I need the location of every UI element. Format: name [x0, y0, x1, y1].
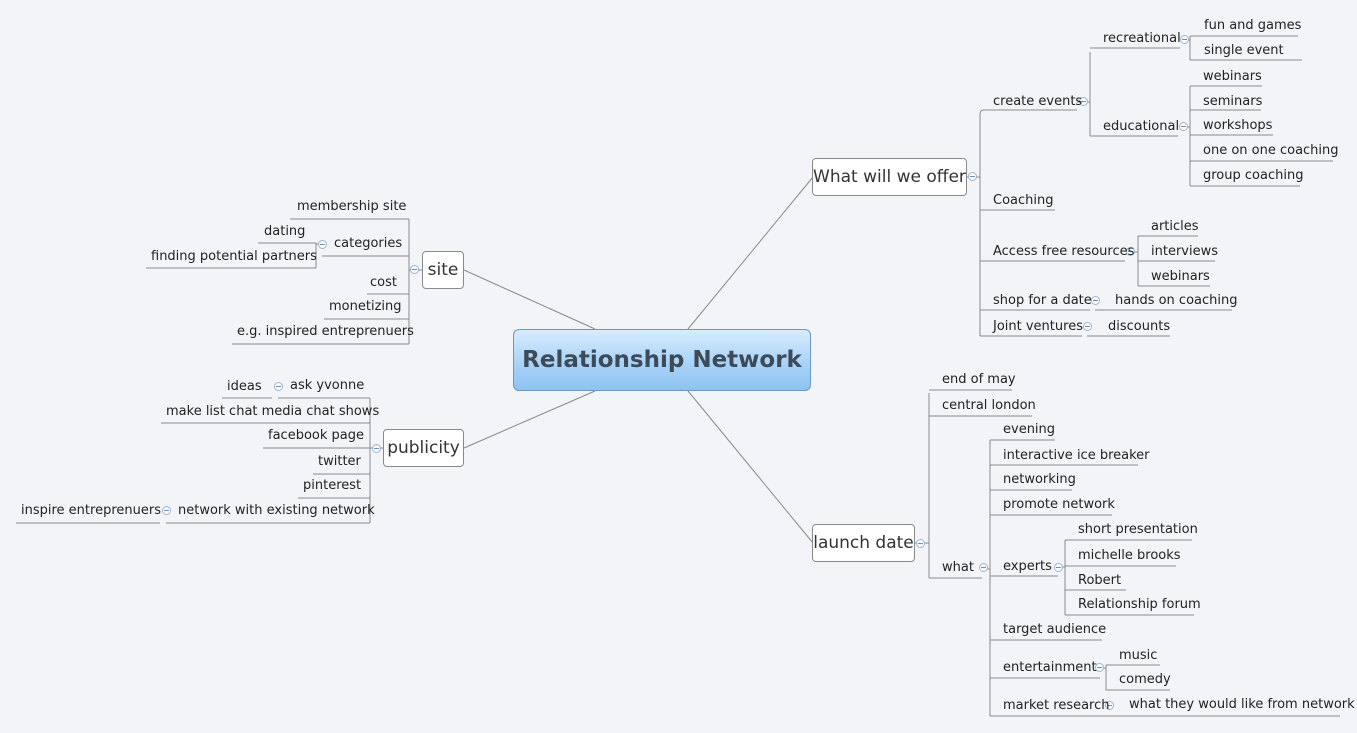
collapse-icon[interactable] [1091, 296, 1100, 305]
topic-inspire-entreprenuers[interactable]: inspire entreprenuers [21, 503, 161, 518]
topic-fun-and-games[interactable]: fun and games [1204, 18, 1302, 33]
collapse-icon[interactable] [968, 172, 977, 181]
topic-webinars-resource[interactable]: webinars [1151, 269, 1210, 284]
collapse-icon[interactable] [1054, 563, 1063, 572]
topic-what-they-would-like[interactable]: what they would like from network [1129, 697, 1355, 712]
collapse-icon[interactable] [1180, 35, 1189, 44]
topic-robert[interactable]: Robert [1078, 573, 1122, 588]
topic-ideas[interactable]: ideas [227, 379, 262, 394]
collapse-icon[interactable] [1126, 247, 1135, 256]
topic-educational[interactable]: educational [1103, 119, 1180, 134]
collapse-icon[interactable] [318, 240, 327, 249]
topic-seminars[interactable]: seminars [1203, 94, 1263, 109]
topic-market-research[interactable]: market research [1003, 698, 1110, 713]
topic-entertainment[interactable]: entertainment [1003, 660, 1097, 675]
topic-finding-potential-partners[interactable]: finding potential partners [151, 249, 317, 264]
collapse-icon[interactable] [162, 506, 171, 515]
topic-comedy[interactable]: comedy [1119, 672, 1171, 687]
collapse-icon[interactable] [916, 539, 925, 548]
topic-relationship-forum[interactable]: Relationship forum [1078, 597, 1201, 612]
topic-articles[interactable]: articles [1151, 219, 1199, 234]
topic-what[interactable]: what [942, 560, 974, 575]
topic-group-coaching[interactable]: group coaching [1203, 168, 1304, 183]
topic-access-free-resources[interactable]: Access free resources [993, 244, 1135, 259]
topic-hands-on-coaching[interactable]: hands on coaching [1115, 293, 1238, 308]
topic-interactive-ice-breaker[interactable]: interactive ice breaker [1003, 448, 1150, 463]
collapse-icon[interactable] [410, 265, 419, 274]
topic-end-of-may[interactable]: end of may [942, 372, 1016, 387]
topic-make-list-chat-shows[interactable]: make list chat media chat shows [166, 404, 380, 419]
central-topic[interactable]: Relationship Network [513, 329, 811, 391]
collapse-icon[interactable] [979, 563, 988, 572]
collapse-icon[interactable] [1105, 701, 1114, 710]
topic-short-presentation[interactable]: short presentation [1078, 522, 1198, 537]
topic-webinars[interactable]: webinars [1203, 69, 1262, 84]
topic-interviews[interactable]: interviews [1151, 244, 1218, 259]
topic-promote-network[interactable]: promote network [1003, 497, 1115, 512]
topic-evening[interactable]: evening [1003, 422, 1056, 437]
topic-music[interactable]: music [1119, 648, 1158, 663]
topic-pinterest[interactable]: pinterest [303, 478, 362, 493]
topic-site[interactable]: site [422, 251, 464, 289]
topic-twitter[interactable]: twitter [318, 454, 361, 469]
collapse-icon[interactable] [1095, 663, 1104, 672]
collapse-icon[interactable] [372, 444, 381, 453]
topic-target-audience[interactable]: target audience [1003, 622, 1107, 637]
topic-shop-for-a-date[interactable]: shop for a date [993, 293, 1092, 308]
topic-cost[interactable]: cost [370, 275, 397, 290]
topic-coaching[interactable]: Coaching [993, 193, 1054, 208]
topic-experts[interactable]: experts [1003, 559, 1052, 574]
topic-membership-site[interactable]: membership site [297, 199, 407, 214]
topic-joint-ventures[interactable]: Joint ventures [993, 319, 1083, 334]
topic-create-events[interactable]: create events [993, 94, 1083, 109]
topic-discounts[interactable]: discounts [1108, 319, 1171, 334]
topic-categories[interactable]: categories [334, 236, 403, 251]
topic-inspired-entreprenuers[interactable]: e.g. inspired entreprenuers [237, 324, 414, 339]
topic-ask-yvonne[interactable]: ask yvonne [290, 378, 365, 393]
topic-launch-date[interactable]: launch date [812, 524, 915, 562]
topic-recreational[interactable]: recreational [1103, 31, 1181, 46]
topic-monetizing[interactable]: monetizing [329, 299, 402, 314]
collapse-icon[interactable] [1083, 322, 1092, 331]
collapse-icon[interactable] [1179, 122, 1188, 131]
topic-what-will-we-offer[interactable]: What will we offer [812, 158, 967, 196]
topic-publicity[interactable]: publicity [383, 429, 464, 467]
collapse-icon[interactable] [274, 382, 283, 391]
topic-network-with-existing[interactable]: network with existing network [178, 503, 375, 518]
topic-single-event[interactable]: single event [1204, 43, 1284, 58]
topic-networking[interactable]: networking [1003, 472, 1076, 487]
topic-central-london[interactable]: central london [942, 398, 1036, 413]
topic-facebook-page[interactable]: facebook page [268, 428, 364, 443]
topic-workshops[interactable]: workshops [1203, 118, 1273, 133]
topic-dating[interactable]: dating [264, 224, 306, 239]
topic-one-on-one-coaching[interactable]: one on one coaching [1203, 143, 1339, 158]
topic-michelle-brooks[interactable]: michelle brooks [1078, 548, 1181, 563]
collapse-icon[interactable] [1079, 97, 1088, 106]
